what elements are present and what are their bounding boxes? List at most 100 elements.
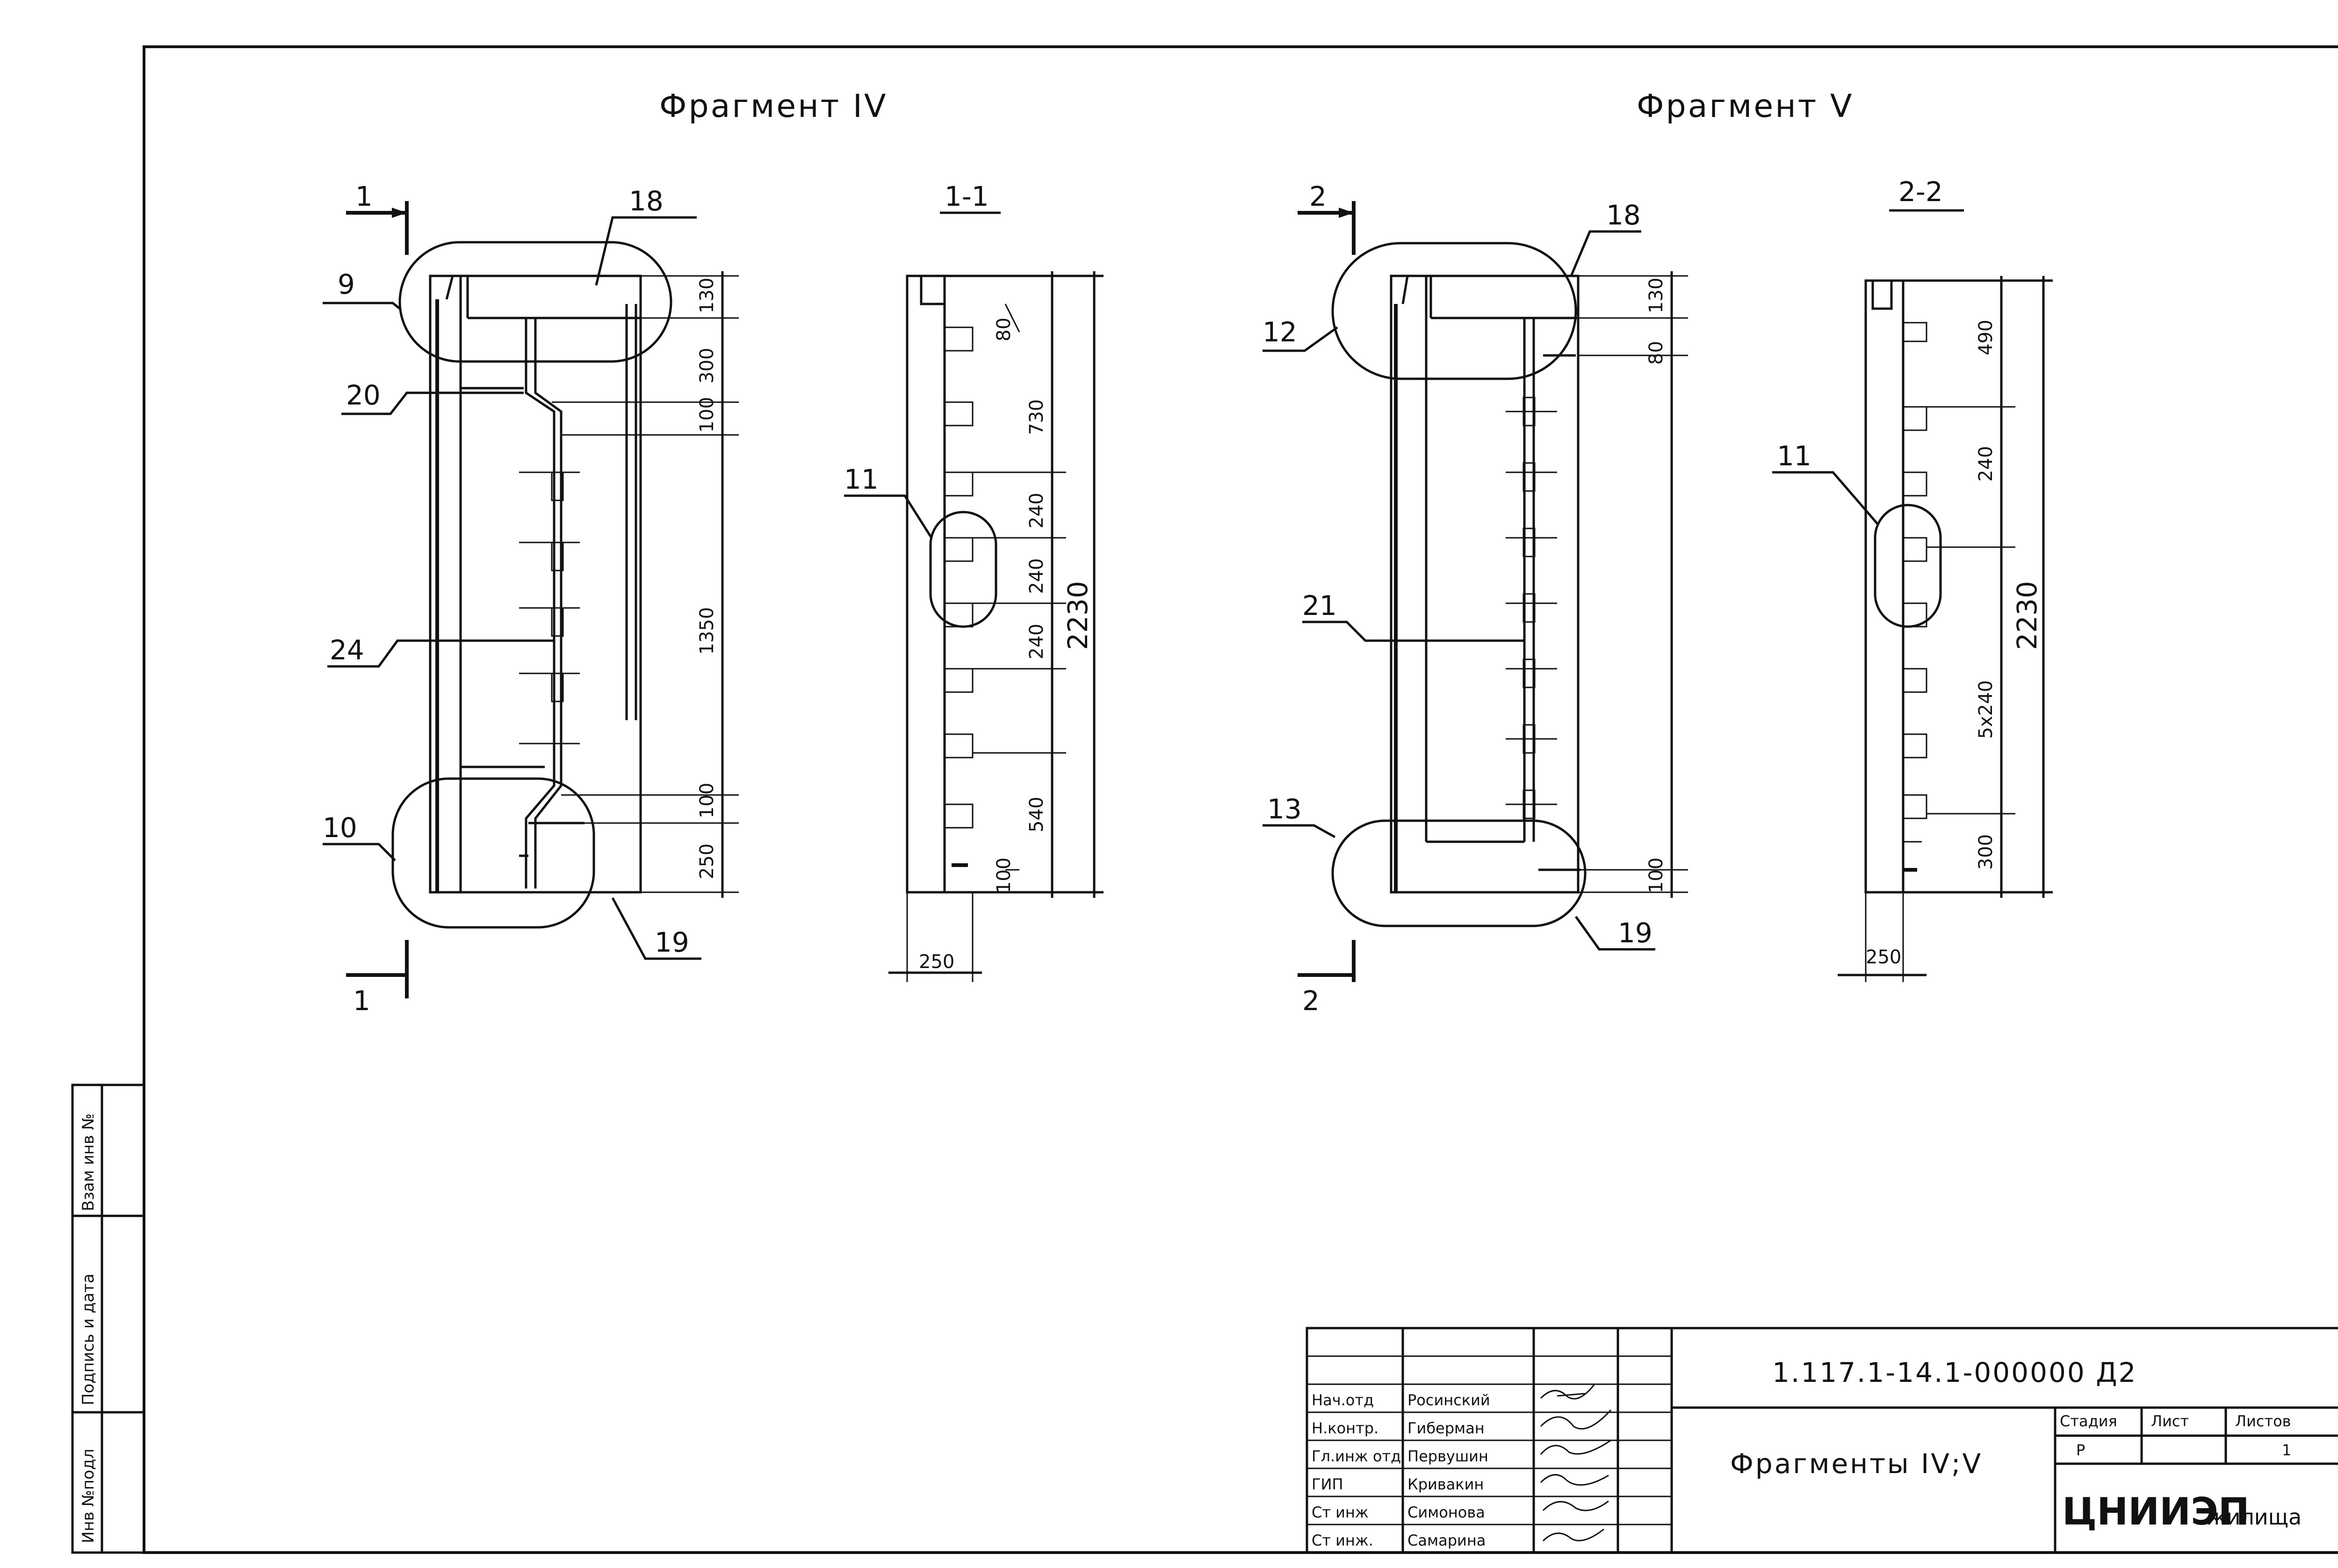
- svg-text:130: 130: [696, 278, 718, 313]
- signer-name-4: Кривакин: [1407, 1475, 1484, 1493]
- sheet-frame: [143, 45, 2338, 1554]
- detail-zone-top-v: [1331, 242, 1577, 380]
- signer-name-5: Симонова: [1407, 1503, 1485, 1521]
- side-stamp-inv: Инв №подл: [79, 1449, 98, 1543]
- sheet-name: Фрагменты IV;V: [1730, 1448, 1983, 1480]
- section-2-2-callout-11: 11: [1772, 440, 1878, 525]
- svg-text:9: 9: [338, 268, 355, 300]
- svg-text:730: 730: [1026, 399, 1047, 435]
- svg-text:300: 300: [1975, 834, 1997, 870]
- signatures: [1540, 1384, 1612, 1542]
- fragment-iv-title: Фрагмент IV: [659, 88, 888, 125]
- svg-text:100: 100: [993, 858, 1015, 893]
- section-mark-1-bottom: 1: [346, 940, 409, 1017]
- title-block: Нач.отд Росинский Н.контр. Гиберман Гл.и…: [1306, 1327, 2338, 1554]
- signer-role-6: Ст инж.: [1312, 1532, 1373, 1549]
- signer-name-2: Гиберман: [1407, 1419, 1485, 1437]
- side-stamp-sign: Подпись и дата: [79, 1273, 98, 1405]
- callout-19: 19: [611, 897, 701, 960]
- callout-20: 20: [341, 379, 524, 415]
- callout-18: 18: [595, 185, 697, 286]
- fragment-v-elevation-dims: 130 80 100: [1578, 271, 1688, 898]
- section-1-1-total: 2230: [1062, 581, 1094, 650]
- svg-text:240: 240: [1026, 558, 1047, 594]
- document-code: 1.117.1-14.1-000000 Д2: [1772, 1357, 2137, 1388]
- svg-text:10: 10: [323, 812, 357, 844]
- section-mark-2-top: 2: [1298, 181, 1356, 255]
- signer-name-1: Росинский: [1407, 1391, 1490, 1409]
- svg-text:240: 240: [1026, 624, 1047, 659]
- signer-role-1: Нач.отд: [1312, 1391, 1374, 1409]
- svg-text:20: 20: [346, 379, 381, 411]
- svg-text:5x240: 5x240: [1975, 680, 1997, 739]
- fragment-v-elevation: [1390, 275, 1580, 894]
- section-1-1: 1-1 11: [844, 181, 1104, 982]
- signer-name-6: Самарина: [1407, 1532, 1486, 1549]
- svg-text:24: 24: [330, 634, 364, 666]
- sheet-header: Лист: [2151, 1412, 2189, 1430]
- callout-24: 24: [327, 634, 461, 668]
- section-2-2-title: 2-2: [1898, 176, 1943, 208]
- svg-text:1: 1: [355, 181, 373, 212]
- svg-text:130: 130: [1645, 278, 1667, 313]
- svg-text:80: 80: [993, 318, 1015, 341]
- svg-text:240: 240: [1026, 493, 1047, 528]
- svg-text:1350: 1350: [696, 607, 718, 655]
- sheets-header: Листов: [2235, 1412, 2291, 1430]
- svg-text:540: 540: [1026, 797, 1047, 832]
- section-1-1-width: 250: [919, 951, 954, 973]
- detail-zone-top: [398, 241, 672, 363]
- side-stamp: Инв №подл Подпись и дата Взам инв №: [71, 1084, 145, 1554]
- callout-9: 9: [323, 268, 401, 310]
- detail-zone-bottom: [391, 777, 595, 929]
- section-1-1-title: 1-1: [945, 181, 989, 212]
- svg-text:300: 300: [696, 348, 718, 383]
- organization-main: ЦНИИЭП: [2062, 1490, 2250, 1533]
- svg-text:18: 18: [629, 185, 664, 217]
- signer-role-4: ГИП: [1312, 1475, 1343, 1493]
- svg-text:1: 1: [353, 985, 370, 1017]
- section-mark-1-top: 1: [346, 181, 409, 255]
- organization-suffix: жилища: [2207, 1504, 2302, 1530]
- svg-text:80: 80: [1645, 341, 1667, 365]
- svg-text:19: 19: [655, 926, 689, 958]
- callout-10: 10: [323, 812, 396, 861]
- stage-value: Р: [2076, 1441, 2085, 1459]
- svg-text:250: 250: [696, 844, 718, 879]
- section-1-1-callout-zone: [929, 511, 997, 628]
- svg-text:100: 100: [696, 783, 718, 818]
- stage-header: Стадия: [2060, 1412, 2117, 1430]
- section-2-2: 2-2 11: [1772, 176, 2053, 982]
- signer-role-5: Ст инж: [1312, 1503, 1369, 1521]
- svg-text:100: 100: [1645, 858, 1667, 893]
- callout-19-v: 19: [1574, 916, 1655, 951]
- svg-text:18: 18: [1606, 199, 1641, 231]
- detail-zone-bottom-v: [1331, 819, 1587, 927]
- callout-18-v: 18: [1570, 199, 1641, 276]
- callout-13: 13: [1263, 793, 1336, 838]
- svg-text:19: 19: [1618, 917, 1652, 949]
- svg-text:2: 2: [1302, 985, 1320, 1017]
- svg-text:11: 11: [844, 463, 879, 495]
- svg-text:11: 11: [1777, 440, 1811, 472]
- svg-text:21: 21: [1302, 590, 1337, 621]
- section-2-2-callout-zone: [1874, 504, 1942, 628]
- fragment-v-title: Фрагмент V: [1637, 88, 1854, 125]
- svg-text:13: 13: [1267, 793, 1302, 825]
- svg-text:100: 100: [696, 397, 718, 433]
- svg-text:2: 2: [1309, 181, 1327, 212]
- side-stamp-replace: Взам инв №: [79, 1113, 98, 1211]
- svg-text:490: 490: [1975, 320, 1997, 355]
- section-2-2-keys: [1902, 322, 1927, 872]
- fragment-iv-elevation: [429, 275, 642, 894]
- fragment-v: Фрагмент V 2 2: [1263, 88, 2053, 1017]
- signer-name-3: Первушин: [1407, 1447, 1488, 1465]
- sheets-value: 1: [2282, 1441, 2291, 1459]
- section-2-2-total: 2230: [2011, 581, 2043, 650]
- svg-text:240: 240: [1975, 446, 1997, 482]
- section-mark-2-bottom: 2: [1298, 940, 1356, 1017]
- section-1-1-callout-11: 11: [844, 463, 933, 539]
- callout-12: 12: [1263, 316, 1338, 352]
- section-2-2-width: 250: [1866, 947, 1901, 968]
